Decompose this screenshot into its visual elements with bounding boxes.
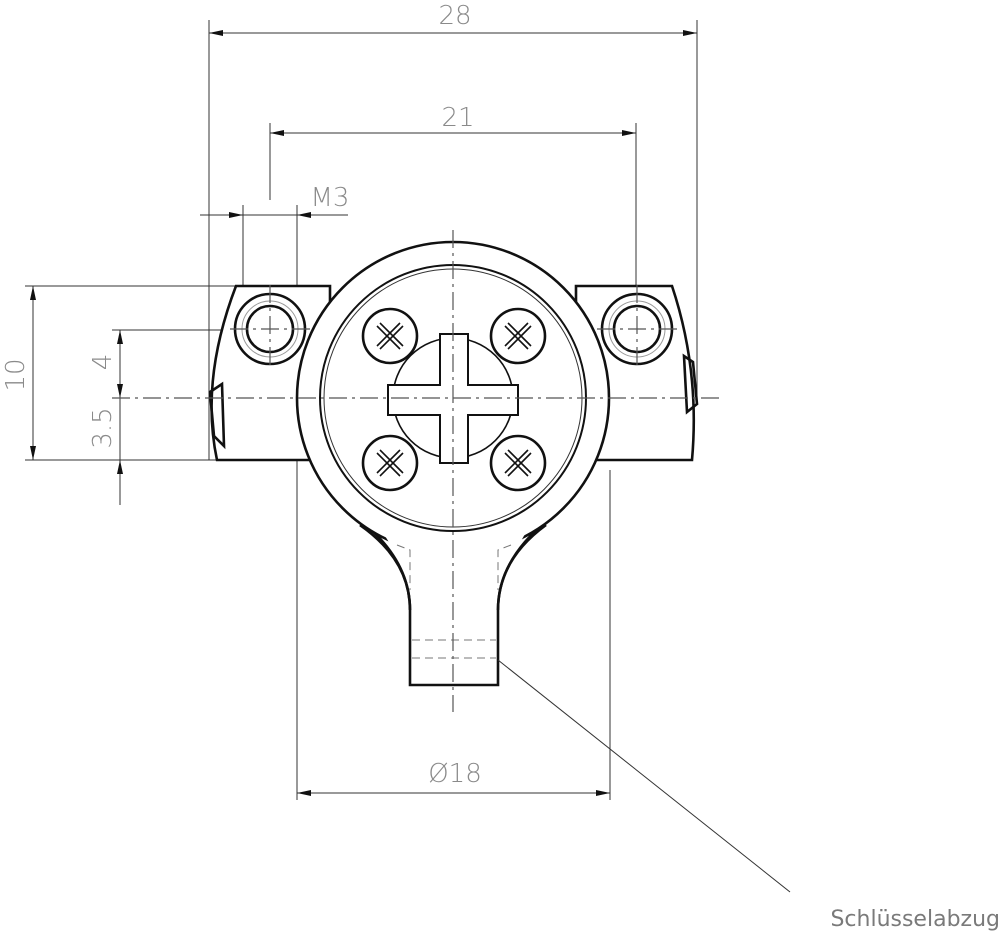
screw-icon (361, 307, 419, 365)
callout-leader (497, 659, 791, 893)
callout-label: Schlüsselabzug (830, 907, 1000, 932)
screws (361, 307, 547, 492)
screw-icon (489, 307, 547, 365)
dim-text-28: 28 (438, 1, 471, 31)
dim-text-4: 4 (88, 354, 118, 371)
screw-icon (489, 434, 547, 492)
dim-text-3-5: 3.5 (88, 407, 118, 448)
dim-text-m3: M3 (311, 183, 350, 213)
screw-icon (361, 434, 419, 492)
dim-text-21: 21 (441, 103, 474, 133)
left-notch (208, 381, 226, 450)
right-notch (682, 353, 699, 415)
dim-text-10: 10 (1, 358, 31, 391)
center-lines (112, 230, 720, 712)
dim-text-diameter-18: Ø18 (428, 759, 482, 789)
